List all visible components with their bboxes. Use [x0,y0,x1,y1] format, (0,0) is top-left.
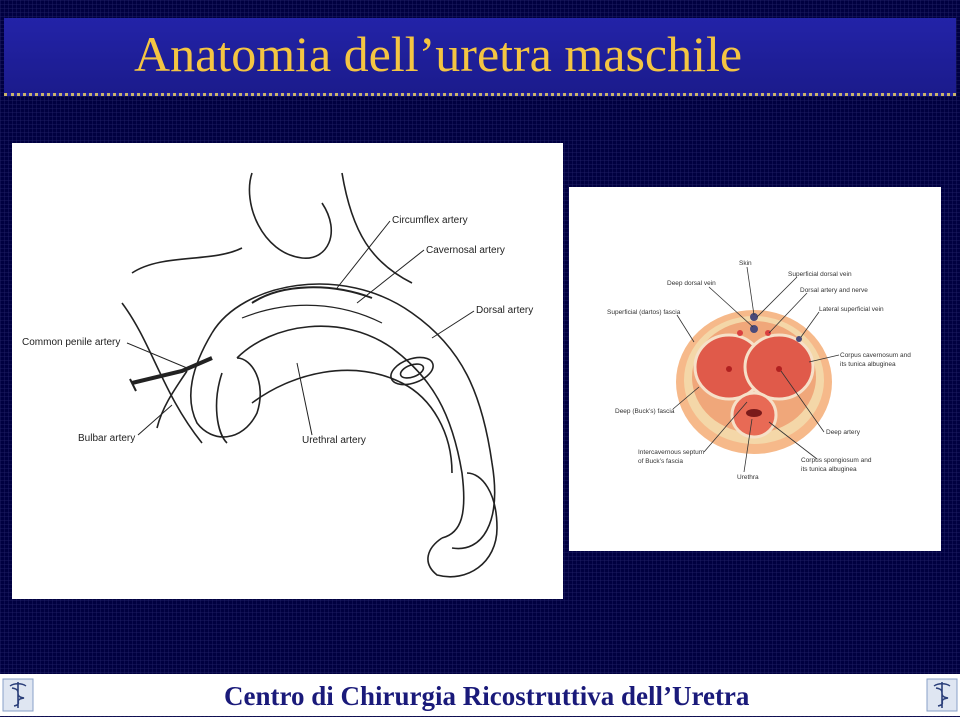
ligament-contour [341,172,413,284]
label-lateral-superficial-vein: Lateral superficial vein [819,306,884,313]
deep-artery-left [726,366,732,372]
leader-spongiosum [768,421,818,460]
leader-dorsal-artery-nerve [768,292,808,334]
bulb [190,332,262,438]
label-septum-2: of Buck’s fascia [638,458,683,465]
title-bar [4,18,956,96]
artery-cut-end [129,378,137,392]
leader-bulbar [137,404,173,436]
leader-bucks [672,386,700,410]
penile-cross-section-illustration: Skin Superficial dorsal vein Deep dorsal… [569,187,941,551]
pelvis-contour [131,247,243,274]
superficial-dorsal-vein [750,313,758,321]
leader-skin [746,266,755,316]
body-contour [121,302,203,444]
deep-dorsal-vein [750,325,758,333]
leader-cavernosal [356,249,425,304]
leader-lateral-superficial-vein [800,311,820,338]
label-spongiosum-2: its tunica albuginea [801,466,857,473]
cut-section-inner [399,363,425,379]
label-urethral-artery: Urethral artery [302,435,366,446]
common-penile-artery-path [131,356,213,385]
label-dorsal-artery-nerve: Dorsal artery and nerve [800,287,868,294]
urethra-lumen [746,409,762,417]
leader-dartos [676,314,695,343]
leader-circumflex [336,220,391,289]
leader-deep-artery [780,370,825,433]
label-common-penile-artery: Common penile artery [22,337,120,348]
leader-superficial-dorsal-vein [756,276,798,318]
label-urethra: Urethra [737,474,759,481]
spongiosum [251,369,453,474]
label-corpus-cavernosum-2: its tunica albuginea [840,361,896,368]
label-dartos-fascia: Superficial (dartos) fascia [607,309,681,316]
label-corpus-cavernosum-1: Corpus cavernosum and [840,352,911,359]
caduceus-logo-icon [2,678,34,712]
bulbar-artery-path [156,370,188,429]
dorsal-artery-path [251,286,373,304]
leader-common-penile [126,342,188,369]
footer-bar [0,674,960,716]
glans [427,472,498,578]
leader-dorsal [431,310,475,339]
crus [215,372,228,444]
leader-urethra [743,418,753,473]
leader-corpus-cavernosum [808,354,840,363]
label-dorsal-artery: Dorsal artery [476,305,533,316]
cavernosal-artery-path [241,304,383,324]
penile-arteries-illustration: Circumflex artery Cavernosal artery Dors… [12,143,563,599]
shaft-outer [211,283,496,550]
pubic-arch [248,172,333,259]
label-superficial-dorsal-vein: Superficial dorsal vein [788,271,852,278]
label-spongiosum-1: Corpus spongiosum and [801,457,872,464]
dorsal-artery-right [765,330,771,336]
leader-deep-dorsal-vein [708,286,754,328]
shaft-inner [236,325,465,539]
label-bulbar-artery: Bulbar artery [78,433,135,444]
slide-title: Anatomia dell’uretra maschile [134,26,743,82]
lateral-superficial-vein [796,336,802,342]
label-deep-dorsal-vein: Deep dorsal vein [667,280,716,287]
cut-section [390,356,434,386]
caduceus-logo-icon [926,678,958,712]
label-deep-artery: Deep artery [826,429,861,436]
label-skin: Skin [739,260,752,267]
label-cavernosal-artery: Cavernosal artery [426,245,505,256]
deep-artery-right [776,366,782,372]
dorsal-artery-left [737,330,743,336]
footer-text: Centro di Chirurgia Ricostruttiva dell’U… [224,681,750,711]
label-circumflex-artery: Circumflex artery [392,215,468,226]
leader-septum [703,401,748,453]
label-bucks-fascia: Deep (Buck’s) fascia [615,408,675,415]
leader-urethral [296,362,313,436]
label-septum-1: Intercavernous septum [638,449,704,456]
